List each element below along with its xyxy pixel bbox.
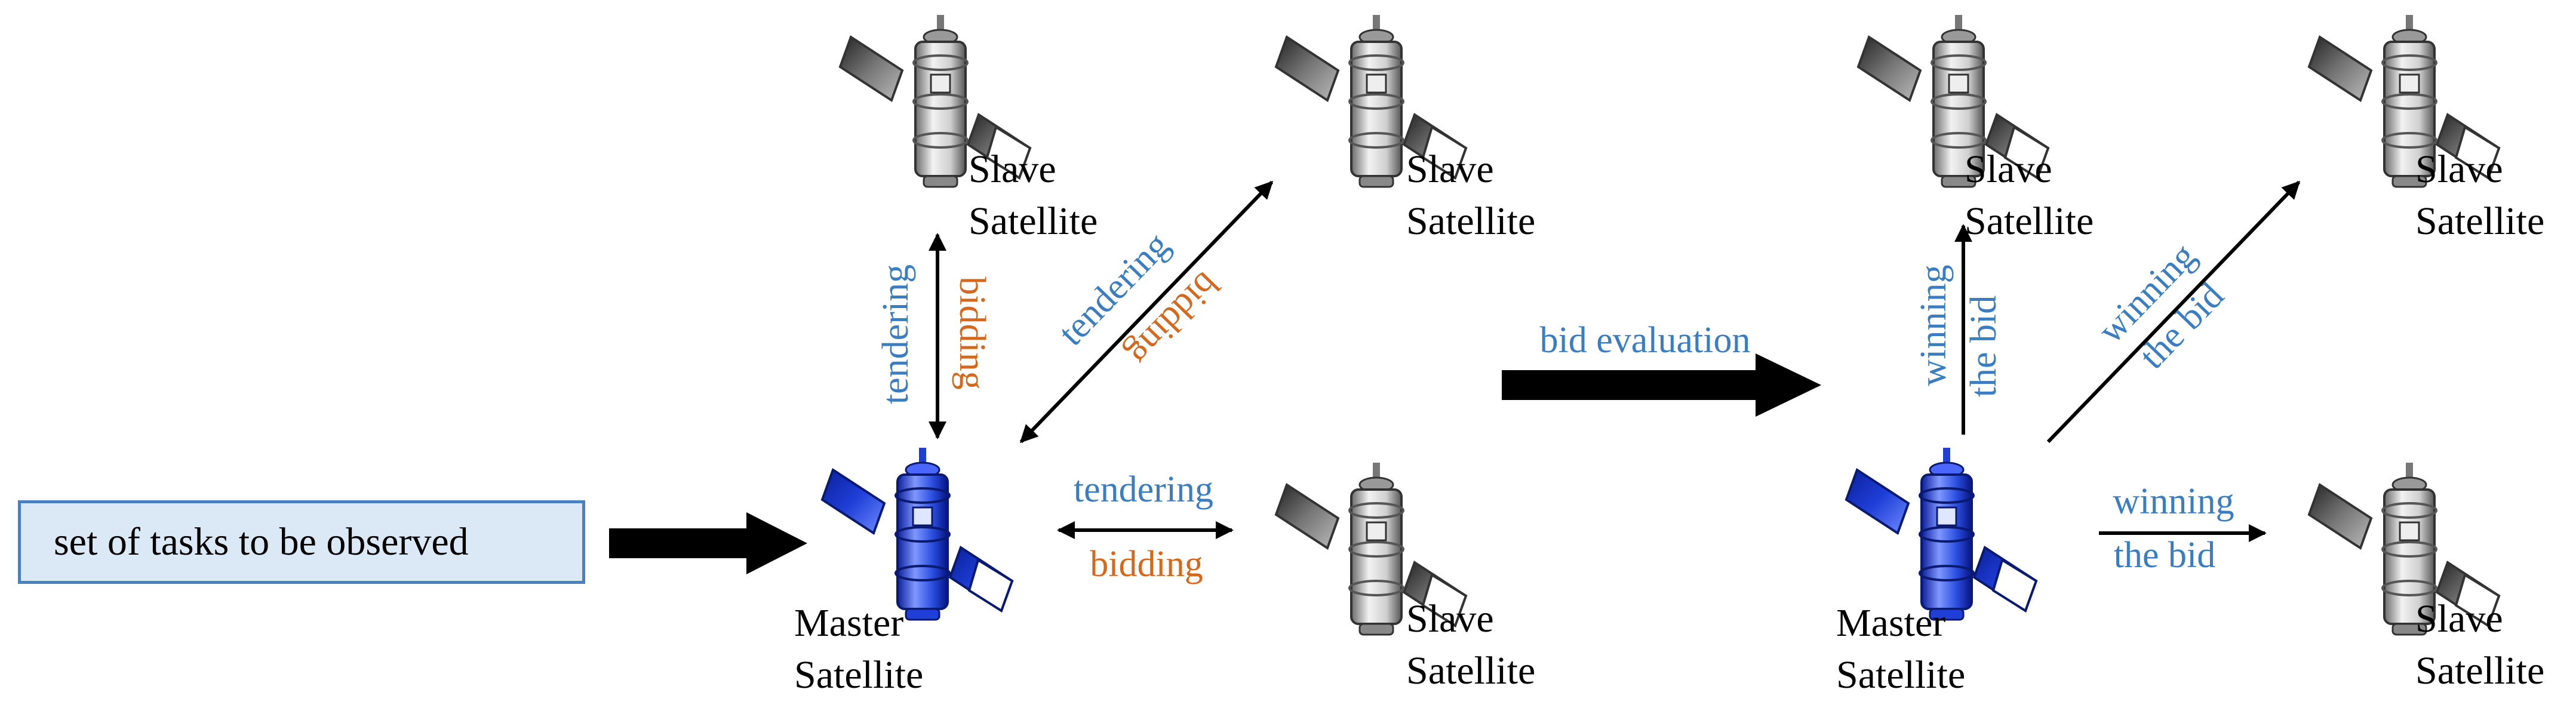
the-bid-label-vertical: the bid: [1963, 296, 2004, 397]
slave-label-line2: Satellite: [2415, 649, 2544, 693]
master-satellite-icon: [1845, 447, 2037, 621]
master-satellite-icon: [821, 447, 1013, 621]
tendering-label-vertical: tendering: [875, 264, 916, 404]
slave-label-line2: Satellite: [1406, 649, 1535, 693]
slave-label-line1: Slave: [2415, 147, 2503, 191]
winning-label-horizontal: winning: [2113, 481, 2234, 522]
bidding-label-horizontal: bidding: [1090, 544, 1203, 584]
winning-arrow-diagonal: [2046, 180, 2301, 444]
slave-label-line2: Satellite: [2415, 199, 2544, 243]
tendering-bidding-arrow-diagonal: [1019, 180, 1274, 444]
master-label-line1: Master: [1836, 601, 1945, 645]
slave-label-line1: Slave: [969, 147, 1056, 191]
slave-label-line1: Slave: [1406, 147, 1494, 191]
bid-evaluation-label: bid evaluation: [1540, 320, 1751, 361]
bidding-label-vertical: bidding: [952, 276, 992, 389]
slave-label-line1: Slave: [1965, 147, 2052, 191]
slave-label-line2: Satellite: [1406, 199, 1535, 243]
input-arrow: [609, 512, 807, 574]
tendering-label-horizontal: tendering: [1074, 469, 1213, 510]
winning-label-vertical: winning: [1913, 264, 1954, 386]
slave-label-line1: Slave: [1406, 597, 1494, 641]
master-label-line1: Master: [794, 601, 903, 645]
master-label-line2: Satellite: [1836, 653, 1965, 697]
slave-label-line2: Satellite: [969, 199, 1098, 243]
master-label-line2: Satellite: [794, 653, 923, 697]
tasks-input-label: set of tasks to be observed: [54, 520, 469, 564]
bid-evaluation-arrow: [1502, 353, 1821, 417]
slave-label-line1: Slave: [2415, 597, 2503, 641]
slave-label-line2: Satellite: [1965, 199, 2094, 243]
tasks-input-box: set of tasks to be observed: [18, 500, 585, 584]
the-bid-label-horizontal: the bid: [2114, 535, 2215, 576]
